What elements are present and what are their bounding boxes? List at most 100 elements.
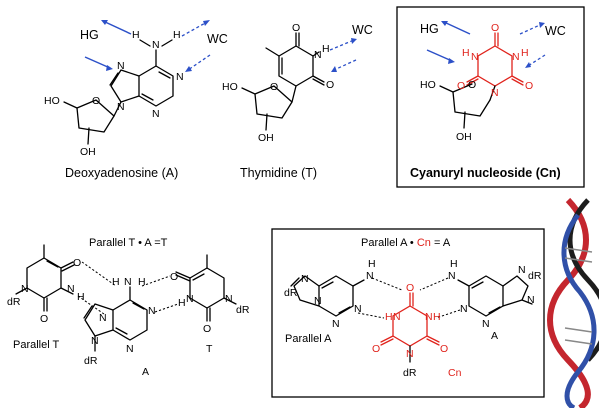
cl-n3: N — [332, 318, 340, 330]
thymidine-o2: O — [326, 79, 334, 91]
cn-o-left: O — [372, 343, 380, 355]
thymidine-h3: H — [322, 43, 330, 55]
cn-o-top: O — [406, 282, 414, 294]
cn-central-structure — [380, 292, 440, 363]
tr-n3: N — [186, 293, 194, 305]
helix-graphic — [547, 197, 599, 408]
thymidine-ring-o: O — [270, 81, 278, 93]
cn-h-right: H — [433, 311, 441, 323]
hg-arrow-2-head — [106, 65, 113, 71]
cn-n-right: N — [425, 311, 433, 323]
hbond-2 — [77, 295, 105, 315]
cl-n7: N — [301, 273, 309, 285]
cn-triplex-box — [271, 228, 545, 398]
hg-arrow-2 — [84, 56, 111, 69]
tr-o4: O — [170, 271, 178, 283]
wc-arrow-1 — [181, 21, 208, 37]
adenosine-n1: N — [176, 71, 184, 83]
cyanuryl-ho: HO — [420, 79, 436, 91]
tr-h3: H — [178, 297, 186, 309]
cyanuryl-n-b: N — [512, 51, 520, 63]
adenosine-n3: N — [152, 108, 160, 120]
ta-n3: N — [126, 343, 134, 355]
ta-dr: dR — [84, 355, 98, 367]
parallel-t-label: Parallel T — [13, 339, 60, 351]
cyanuryl-h-a: H — [462, 47, 470, 59]
ta-n6: N — [124, 276, 132, 288]
cyanuryl-n-a: N — [471, 51, 479, 63]
t-wc-arrow-2-head — [331, 66, 337, 72]
cn-h-left: H — [385, 311, 393, 323]
hg-arrow-1 — [102, 20, 132, 35]
ta-n7: N — [99, 312, 107, 324]
cn-hbond-3 — [357, 312, 385, 319]
tl-o4: O — [73, 257, 81, 269]
wc-arrow-2 — [187, 54, 211, 71]
cn-hg-arrow-1-head — [441, 21, 448, 26]
cn-wc-arrow-1-head — [539, 22, 545, 28]
tl-n3: N — [67, 283, 75, 295]
cn-hg-arrow-1 — [443, 21, 471, 35]
cyanuryl-o-top: O — [491, 22, 499, 34]
adenosine-h6b: H — [173, 29, 181, 41]
hbond-3 — [141, 275, 171, 287]
cyanuryl-o-right: O — [525, 80, 533, 92]
thymidine-oh: OH — [258, 132, 274, 144]
cyanuryl-n-c: N — [491, 87, 499, 99]
cn-dr: dR — [403, 367, 417, 379]
cn-wc-arrow-2 — [527, 54, 546, 67]
cn-wc-arrow-2-head — [525, 62, 531, 68]
adenosine-n7: N — [117, 60, 125, 72]
cl-n1: N — [354, 303, 362, 315]
cyanuryl-box — [396, 6, 585, 188]
wc-arrow-1-head — [203, 20, 210, 26]
t-wc-arrow-2 — [333, 59, 357, 71]
cl-h6: H — [368, 258, 376, 270]
cr-n7: N — [527, 294, 535, 306]
cn-o-right: O — [440, 343, 448, 355]
ta-n9: N — [91, 335, 99, 347]
cn-n-bottom: N — [406, 348, 414, 360]
cn-wc-arrow-1 — [519, 23, 543, 35]
adenosine-ring-o: O — [92, 95, 100, 107]
ta-n1: N — [148, 305, 156, 317]
cn-triplex-label-a: A — [491, 330, 498, 342]
cyanuryl-wc-label: WC — [545, 24, 566, 38]
cyanuryl-name: Cyanuryl nucleoside (Cn) — [410, 166, 561, 180]
cn-n-left: N — [393, 311, 401, 323]
cyanuryl-structure — [439, 32, 524, 129]
cn-triplex-label-cn: Cn — [448, 367, 462, 379]
triplex-t-title: Parallel T • A =T — [89, 237, 168, 249]
cn-triplex-title: Parallel A • Cn = A — [361, 237, 451, 249]
hbond-1 — [81, 261, 117, 287]
tr-o2: O — [203, 323, 211, 335]
adenosine-name: Deoxyadenosine (A) — [65, 166, 178, 180]
thymidine-o4: O — [292, 22, 300, 34]
cn-hg-arrow-2-head — [448, 58, 455, 64]
triplex-t-structure — [15, 244, 237, 352]
thymidine-n3: N — [314, 49, 322, 61]
t-wc-arrow-1-head — [351, 38, 357, 44]
triplex-label-t: T — [206, 343, 213, 355]
thymidine-structure — [241, 32, 325, 131]
cr-n6: N — [448, 270, 456, 282]
adenosine-wc-label: WC — [207, 32, 228, 46]
ta-h6b: H — [138, 276, 146, 288]
ta-h6a: H — [112, 276, 120, 288]
tl-dr: dR — [7, 296, 21, 308]
thymidine-ho: HO — [222, 81, 238, 93]
cyanuryl-ring-o: O — [468, 79, 476, 91]
adenosine-ho: HO — [44, 95, 60, 107]
cn-triplex-structure — [290, 275, 533, 317]
cr-n9: N — [518, 264, 526, 276]
cr-h6: H — [450, 258, 458, 270]
cl-dr: dR — [284, 287, 298, 299]
tl-h3: H — [77, 291, 85, 303]
adenosine-hg-label: HG — [80, 28, 99, 42]
adenosine-n9: N — [117, 101, 125, 113]
adenosine-oh: OH — [80, 146, 96, 158]
cyanuryl-h-b: H — [521, 47, 529, 59]
triplex-label-a: A — [142, 366, 149, 378]
cn-hg-arrow-2 — [426, 49, 453, 62]
